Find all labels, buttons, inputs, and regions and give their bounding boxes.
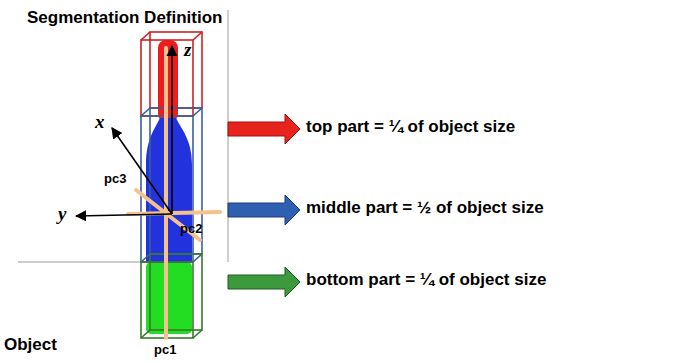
principal-axes (128, 48, 220, 338)
component-label: pc3 (104, 172, 126, 186)
part-description: top part = ¼ of object size (306, 118, 515, 137)
axis-label: z (184, 40, 191, 61)
ground-line (18, 262, 150, 263)
axis-label: x (95, 112, 105, 133)
component-label: pc1 (154, 343, 176, 357)
part-description: middle part = ½ of object size (306, 199, 544, 218)
coordinate-axes (76, 46, 172, 216)
middle-part-shape (146, 118, 192, 262)
bottom-box (141, 254, 202, 338)
block-arrow (228, 114, 300, 144)
block-arrow (228, 195, 300, 225)
axis-label: y (58, 204, 66, 225)
diagram-title: Segmentation Definition (27, 9, 223, 28)
figure-label: Object (4, 336, 57, 355)
block-arrow (228, 267, 300, 297)
bottom-part-shape (146, 262, 192, 334)
component-label: pc2 (180, 222, 202, 236)
part-description: bottom part = ¼ of object size (306, 271, 546, 290)
